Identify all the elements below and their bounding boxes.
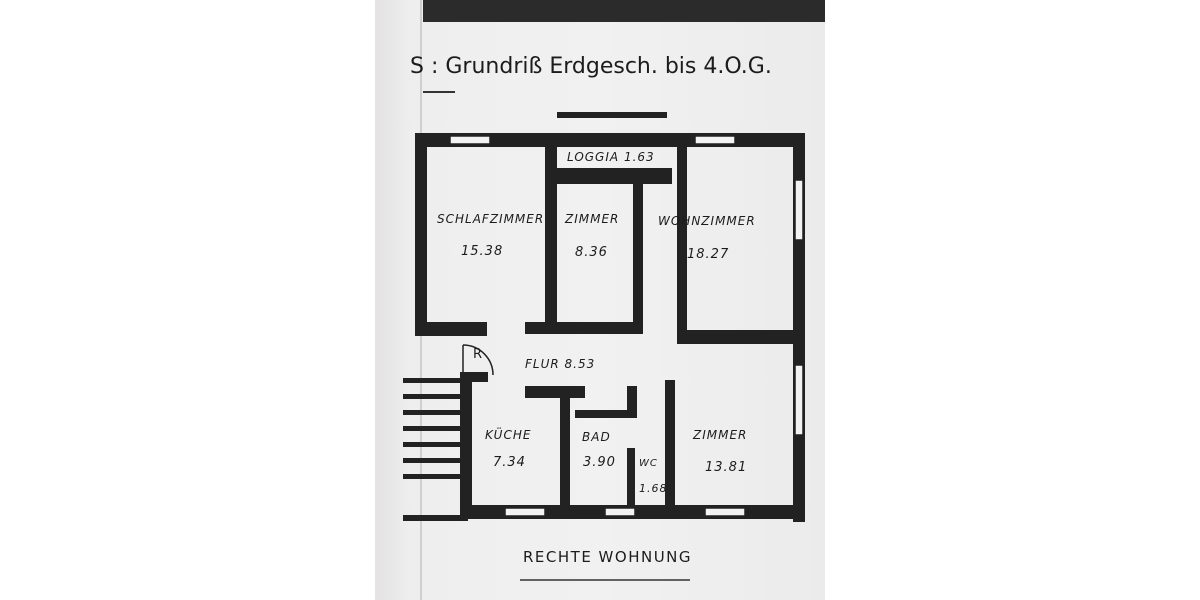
title-text: Grundriß Erdgesch. bis 4.O.G. <box>445 54 772 79</box>
loggia-area: 1.63 <box>623 150 655 164</box>
top-edge-shadow <box>423 0 825 22</box>
refrigerator-marker: R <box>473 347 484 362</box>
floor-plan-drawing <box>403 91 805 581</box>
plan-title: S : Grundriß Erdgesch. bis 4.O.G. <box>410 54 772 79</box>
room-label-bad: BAD <box>582 430 611 444</box>
room-area-bad: 3.90 <box>583 455 616 470</box>
plan-caption: RECHTE WOHNUNG <box>523 548 693 566</box>
room-label-wc: WC <box>639 458 658 469</box>
title-prefix: S : <box>410 54 439 79</box>
room-label-wohnzimmer: WOHNZIMMER <box>658 214 756 228</box>
flur-area: 8.53 <box>564 357 596 371</box>
room-area-wohnzimmer: 18.27 <box>687 247 730 262</box>
flur-name: FLUR <box>525 357 560 371</box>
room-label-zimmer-2: ZIMMER <box>693 428 748 442</box>
room-area-schlafzimmer: 15.38 <box>461 244 504 259</box>
room-area-wc: 1.68 <box>639 482 668 495</box>
room-area-kueche: 7.34 <box>493 455 526 470</box>
room-label-flur: FLUR 8.53 <box>525 357 595 371</box>
document-photo: S : Grundriß Erdgesch. bis 4.O.G. LOGGIA… <box>375 0 825 600</box>
room-label-loggia: LOGGIA 1.63 <box>567 150 655 164</box>
loggia-name: LOGGIA <box>567 150 620 164</box>
room-area-zimmer-2: 13.81 <box>705 460 748 475</box>
room-label-zimmer-1: ZIMMER <box>565 212 620 226</box>
room-label-schlafzimmer: SCHLAFZIMMER <box>437 212 545 226</box>
room-label-kueche: KÜCHE <box>485 428 532 442</box>
room-area-zimmer-1: 8.36 <box>575 245 608 260</box>
